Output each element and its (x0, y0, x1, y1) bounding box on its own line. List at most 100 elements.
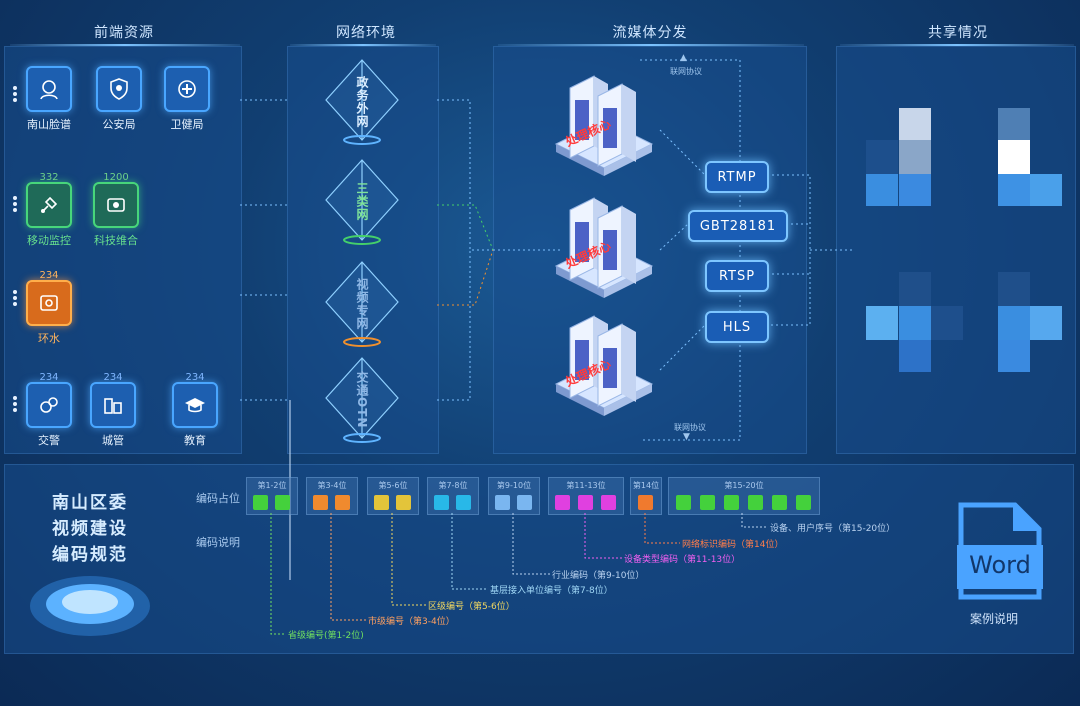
resource-count: 234 (103, 372, 123, 383)
encoding-slot: 第14位 (630, 477, 662, 515)
slot-label: 第11-13位 (566, 481, 606, 490)
arrow-up-icon: ▲ (680, 53, 687, 63)
resource-health[interactable]: 卫健局 (154, 66, 220, 132)
slot-square (335, 495, 350, 510)
slot-square (313, 495, 328, 510)
sharing-panel (836, 46, 1076, 454)
resource-count: 332 (39, 172, 59, 183)
city-icon: 234 (90, 372, 136, 428)
encoding-description: 区级编号（第5-6位） (428, 602, 515, 612)
water-icon: 234 (26, 270, 72, 326)
slot-label: 第5-6位 (378, 481, 408, 490)
slot-square (253, 495, 268, 510)
resource-nanshan-face[interactable]: 南山脸谱 (16, 66, 82, 132)
slot-square (676, 495, 691, 510)
spec-title: 南山区委 视频建设 编码规范 (30, 490, 150, 568)
face-icon (26, 66, 72, 112)
streaming-panel (493, 46, 807, 454)
slot-label: 第3-4位 (317, 481, 347, 490)
slot-square (748, 495, 763, 510)
streaming-title: 流媒体分发 (612, 25, 688, 41)
slot-square (578, 495, 593, 510)
resource-label: 公安局 (102, 118, 136, 131)
slot-square (772, 495, 787, 510)
slot-square (495, 495, 510, 510)
server-stack: 处理核心 (548, 188, 658, 308)
resource-label: 科技维合 (94, 234, 138, 247)
encoding-description: 省级编号(第1-2位) (288, 631, 364, 641)
slot-label: 第7-8位 (438, 481, 468, 490)
word-doc-label: Word (969, 551, 1031, 579)
sharing-title-underline (840, 44, 1074, 46)
encoding-panel (4, 464, 1074, 654)
protocol-gbt28181[interactable]: GBT28181 (688, 210, 788, 242)
slot-square (724, 495, 739, 510)
slot-square (374, 495, 389, 510)
slot-label: 第14位 (632, 481, 660, 490)
row-dots[interactable] (13, 396, 17, 414)
server-stack: 处理核心 (548, 306, 658, 426)
server-stack: 处理核心 (548, 66, 658, 186)
slot-square (456, 495, 471, 510)
network-label-gov: 政务外网 (355, 76, 369, 128)
slot-square (275, 495, 290, 510)
network-title-underline (290, 44, 436, 46)
resource-count: 234 (39, 270, 59, 281)
resource-count: 1200 (103, 172, 129, 183)
encoding-description: 网络标识编码（第14位） (682, 540, 784, 550)
slot-label: 第15-20位 (724, 481, 764, 490)
resource-tech[interactable]: 1200 科技维合 (83, 172, 149, 248)
row-dots[interactable] (13, 196, 17, 214)
resource-traffic-police[interactable]: 234 交警 (16, 372, 82, 448)
tech-icon: 1200 (93, 172, 139, 228)
word-doc-icon[interactable]: Word (957, 501, 1043, 601)
slot-square (638, 495, 653, 510)
hologram-base-icon (30, 576, 150, 636)
encoding-description: 设备、用户序号（第15-20位） (770, 524, 896, 534)
resource-label: 南山脸谱 (27, 118, 71, 131)
slot-square (396, 495, 411, 510)
resource-city-management[interactable]: 234 城管 (80, 372, 146, 448)
arrow-down-icon: ▼ (683, 432, 690, 442)
resource-count: 234 (39, 372, 59, 383)
network-panel (287, 46, 439, 454)
network-label-otn: 交通OTN (355, 371, 369, 429)
resource-water[interactable]: 234 环水 (16, 270, 82, 346)
protocol-rtmp[interactable]: RTMP (705, 161, 769, 193)
satellite-icon: 332 (26, 172, 72, 228)
encoding-slot: 第11-13位 (548, 477, 624, 515)
spec-title-line: 视频建设 (52, 519, 128, 539)
network-diamond (325, 59, 399, 439)
slot-square (796, 495, 811, 510)
protocol-rtsp[interactable]: RTSP (705, 260, 769, 292)
medical-icon (164, 66, 210, 112)
encoding-slot: 第15-20位 (668, 477, 820, 515)
resource-police[interactable]: 公安局 (86, 66, 152, 132)
police-badge-icon (96, 66, 142, 112)
word-caption[interactable]: 案例说明 (970, 612, 1019, 626)
spec-title-line: 编码规范 (52, 545, 128, 565)
slot-square (517, 495, 532, 510)
protocol-hls[interactable]: HLS (705, 311, 769, 343)
resource-label: 交警 (38, 434, 60, 447)
encoding-slot: 第7-8位 (427, 477, 479, 515)
arrow-label-bottom: 联网协议 (674, 423, 706, 432)
encoding-description: 基层接入单位编号（第7-8位） (490, 586, 613, 596)
slot-label: 第1-2位 (257, 481, 287, 490)
encoding-description: 市级编号（第3-4位） (368, 617, 455, 627)
resource-count: 234 (185, 372, 205, 383)
frontend-title: 前端资源 (94, 25, 154, 41)
network-title: 网络环境 (336, 25, 396, 41)
sharing-title: 共享情况 (928, 25, 988, 41)
streaming-title-underline (498, 44, 804, 46)
row-dots[interactable] (13, 86, 17, 104)
education-icon: 234 (172, 372, 218, 428)
resource-label: 教育 (184, 434, 206, 447)
resource-mobile-monitor[interactable]: 332 移动监控 (16, 172, 82, 248)
server-icon (554, 75, 654, 176)
resource-education[interactable]: 234 教育 (162, 372, 228, 448)
encoding-description: 设备类型编码（第11-13位） (624, 555, 741, 565)
row-dots[interactable] (13, 290, 17, 308)
